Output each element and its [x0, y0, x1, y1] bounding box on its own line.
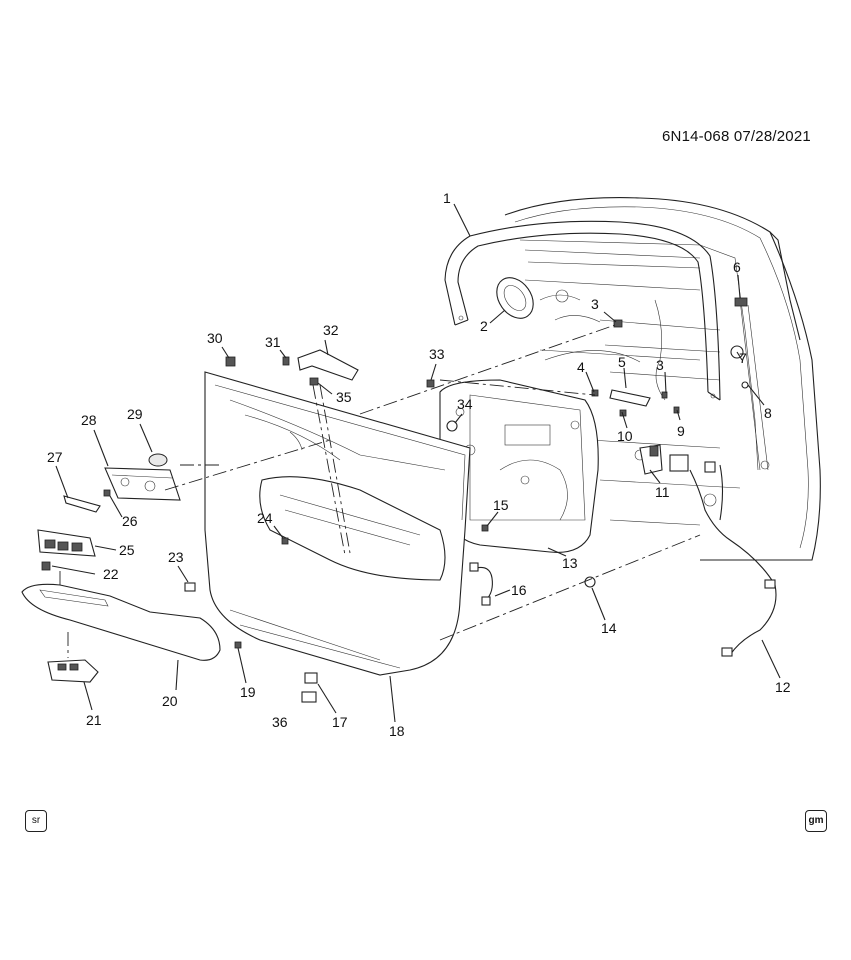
callout-34: 34: [457, 396, 473, 412]
callout-12: 12: [775, 679, 791, 695]
callout-36: 36: [272, 714, 288, 730]
diagram-code: 6N14-068 07/28/2021: [662, 128, 811, 145]
callout-35: 35: [336, 389, 352, 405]
alignment-lines: [59, 324, 701, 658]
part-12-wire-harness: [669, 454, 777, 657]
callout-19: 19: [240, 684, 256, 700]
callout-18: 18: [389, 723, 405, 739]
part-16-harness: [469, 562, 493, 606]
callout-9: 9: [677, 423, 685, 439]
callout-6: 6: [733, 259, 741, 275]
callout-30: 30: [207, 330, 223, 346]
callout-33: 33: [429, 346, 445, 362]
callout-14: 14: [601, 620, 617, 636]
callout-23: 23: [168, 549, 184, 565]
callout-11: 11: [655, 484, 670, 500]
callout-5: 5: [618, 354, 626, 370]
callout-24: 24: [257, 510, 273, 526]
callout-22: 22: [103, 566, 119, 582]
part-5-bracket: [609, 389, 651, 407]
callout-8: 8: [764, 405, 772, 421]
part-13-door-module: [439, 379, 599, 553]
callout-27: 27: [47, 449, 63, 465]
part-29-handle: [148, 453, 168, 467]
callout-17: 17: [332, 714, 348, 730]
callout-16: 16: [511, 582, 527, 598]
callout-numbers: 1 2 3 3 4 5 6 7 8 9 10 11 12 13 14 15 16…: [47, 190, 791, 739]
part-28-handle-bracket: [104, 467, 181, 501]
callout-4: 4: [577, 359, 585, 375]
callout-10: 10: [617, 428, 633, 444]
callout-3: 3: [591, 296, 599, 312]
callout-3-second: 3: [656, 357, 664, 373]
callout-13: 13: [562, 555, 578, 571]
gm-logo-text: gm: [808, 815, 824, 826]
part-21-switch-module: [47, 659, 99, 683]
callout-28: 28: [81, 412, 97, 428]
sr-logo-text: sr: [31, 815, 41, 826]
callout-15: 15: [493, 497, 509, 513]
fasteners: [41, 297, 749, 703]
sr-logo-icon: sr: [25, 810, 47, 832]
callout-21: 21: [86, 712, 102, 728]
part-32-pull-cup: [297, 349, 359, 381]
callout-1: 1: [443, 190, 451, 206]
callout-20: 20: [162, 693, 178, 709]
part-11-actuator: [639, 444, 663, 475]
gm-logo-icon: gm: [805, 810, 827, 832]
callout-2: 2: [480, 318, 488, 334]
leader-lines: [51, 203, 781, 723]
part-2-grommet: [496, 277, 534, 319]
part-20-armrest: [21, 583, 221, 661]
callout-26: 26: [122, 513, 138, 529]
callout-29: 29: [127, 406, 143, 422]
callout-25: 25: [119, 542, 135, 558]
part-25-window-switch: [37, 529, 96, 557]
callout-32: 32: [323, 322, 339, 338]
part-1-frame-seal: [444, 220, 721, 401]
callout-7: 7: [739, 350, 747, 366]
part-18-trim-panel: [204, 371, 471, 676]
part-27-bezel: [63, 495, 101, 513]
callout-31: 31: [265, 334, 281, 350]
